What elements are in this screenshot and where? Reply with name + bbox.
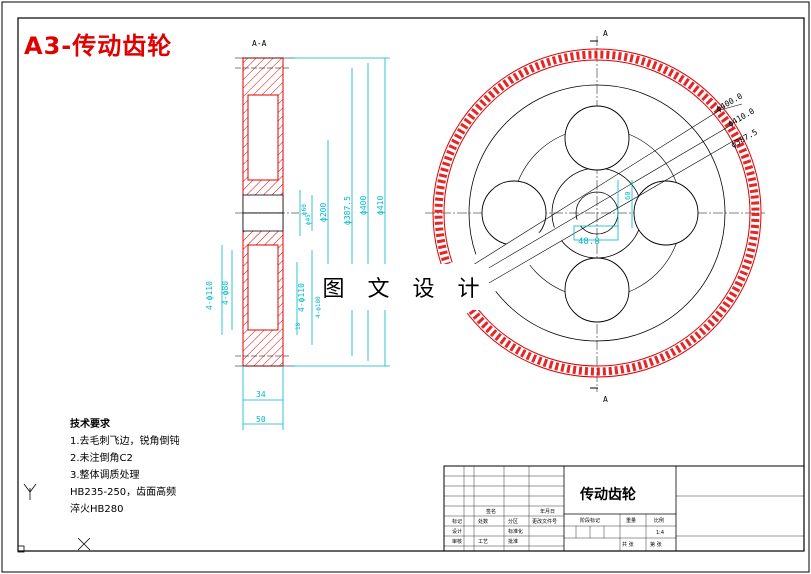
dim-400: ф400 bbox=[359, 196, 368, 215]
tb-label: 标准化 bbox=[508, 529, 524, 535]
note-item: 淬火HB280 bbox=[70, 504, 124, 515]
tb-label: 第 张 bbox=[650, 542, 662, 548]
dim-4-180: 4-ф180 bbox=[315, 296, 322, 318]
tb-scale: 1:4 bbox=[656, 530, 665, 536]
section-label: A-A bbox=[252, 39, 267, 48]
notes-heading: 技术要求 bbox=[70, 419, 110, 430]
dim-4-110-left: 4-ф110 bbox=[205, 281, 214, 310]
tb-label: 更改文件号 bbox=[532, 519, 558, 525]
rim-inner-circle bbox=[468, 84, 726, 342]
front-dim-410: ф410.0 bbox=[727, 106, 757, 128]
watermark: 图 文 设 计 bbox=[321, 264, 489, 310]
tb-label: 标记 bbox=[452, 519, 463, 525]
title-block bbox=[443, 465, 805, 552]
dim-4-80: 4-ф80 bbox=[221, 281, 230, 305]
dim-4-110-right: 4-ф110 bbox=[297, 283, 306, 312]
keyway-dim-60: 60 bbox=[624, 192, 632, 200]
note-item: HB235-250，齿面高频 bbox=[70, 487, 177, 498]
dim-410: ф410 bbox=[376, 196, 385, 215]
tb-label: 批准 bbox=[508, 539, 519, 545]
dim-18: 18 bbox=[295, 322, 302, 330]
tb-label: 设计 bbox=[452, 529, 463, 535]
note-item: 2.未注倒角C2 bbox=[70, 453, 133, 464]
tb-label: 比例 bbox=[654, 518, 665, 524]
tb-label: 阶段标记 bbox=[580, 518, 601, 524]
gear-tooth-dashes bbox=[434, 50, 760, 376]
tb-label: 处数 bbox=[478, 519, 489, 525]
hole-right bbox=[633, 180, 699, 246]
bore-bottom bbox=[242, 212, 284, 232]
tb-label: 工艺 bbox=[478, 539, 489, 545]
dim-387-5: ф387.5 bbox=[343, 196, 352, 225]
gear-outer-circle bbox=[432, 48, 762, 378]
tb-label: 签名 bbox=[486, 509, 497, 515]
dim-50: 50 bbox=[256, 415, 266, 424]
keyway-dim-48-8: 48.8 bbox=[578, 237, 600, 247]
note-item: 1.去毛刺飞边，锐角倒钝 bbox=[70, 436, 180, 447]
bore-top bbox=[242, 194, 284, 214]
front-dim-387-5: ф387.5 bbox=[730, 127, 760, 149]
tb-label: 共 张 bbox=[622, 542, 634, 548]
tb-label: 重量 bbox=[626, 518, 637, 524]
inner-frame bbox=[17, 17, 805, 552]
hub-cut-bottom bbox=[247, 244, 279, 331]
dim-34: 34 bbox=[256, 390, 266, 399]
drawing-title: A3-传动齿轮 bbox=[24, 32, 173, 60]
front-view: A A ф400.0 ф410.0 ф387.5 bbox=[425, 29, 765, 404]
note-item: 3.整体调质处理 bbox=[70, 470, 140, 481]
tb-label: 分区 bbox=[508, 519, 519, 525]
technical-notes: 技术要求 1.去毛刺飞边，锐角倒钝 2.未注倒角C2 3.整体调质处理 HB23… bbox=[70, 416, 180, 518]
hub-cut-top bbox=[247, 94, 279, 181]
dim-45: ф45 bbox=[305, 214, 312, 225]
section-marker-bottom: A bbox=[603, 395, 608, 404]
title-block-part-name: 传动齿轮 bbox=[580, 487, 636, 503]
front-dim-400: ф400.0 bbox=[715, 91, 745, 113]
hole-bottom bbox=[564, 257, 630, 323]
dim-200: ф200 bbox=[319, 203, 328, 222]
side-section-view: A-A ф4 bbox=[205, 39, 390, 430]
dim-60: ф60 bbox=[301, 204, 308, 215]
tb-label: 年月日 bbox=[540, 509, 556, 515]
hole-top bbox=[564, 105, 630, 171]
tb-label: 审核 bbox=[452, 539, 463, 545]
ucs-icon bbox=[17, 483, 91, 553]
gear-root-circle bbox=[443, 59, 751, 367]
section-marker-top: A bbox=[603, 29, 608, 38]
